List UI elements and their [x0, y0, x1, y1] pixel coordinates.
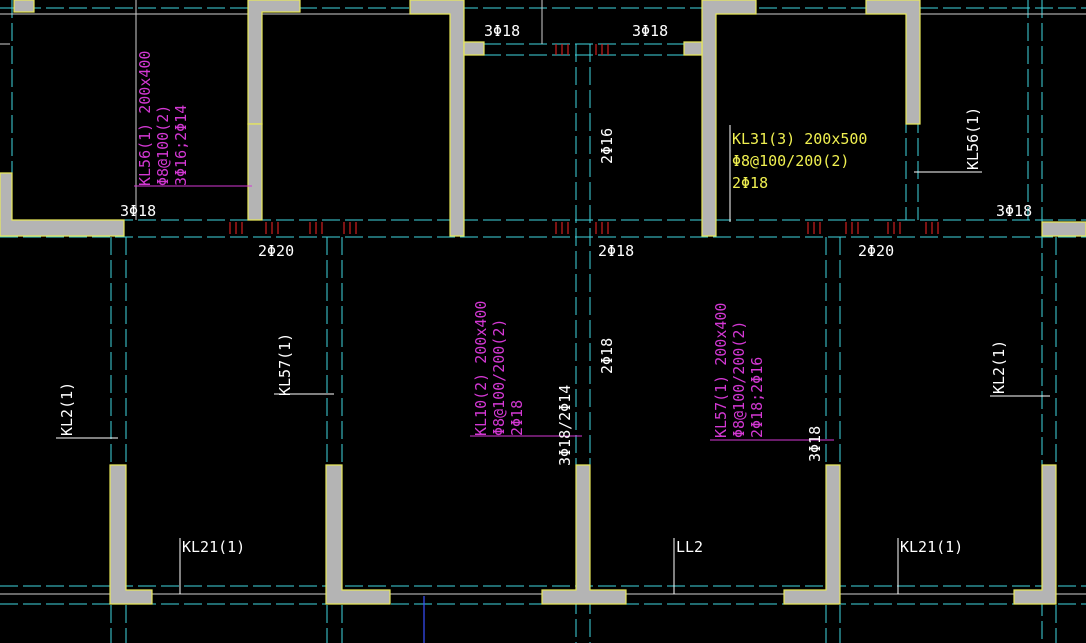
kl2-left-label: KL2(1)	[58, 382, 76, 436]
rebar-marks	[229, 44, 939, 234]
top-left-span-label: 3Φ18	[484, 22, 520, 40]
kl10-spec-line2: Φ8@100/200(2)	[490, 319, 508, 436]
kl57-spec-line1: KL57(1) 200x400	[712, 303, 730, 438]
kl56-spec-line2: Φ8@100(2)	[154, 105, 172, 186]
ll2-label: LL2	[676, 538, 703, 556]
vertical-center-rebar-label: 2Φ16	[598, 128, 616, 164]
kl10-extra-rebar-label: 3Φ18/2Φ14	[556, 385, 574, 466]
bottom-right-rebar-label: 2Φ20	[858, 242, 894, 260]
kl56-spec-line1: KL56(1) 200x400	[136, 51, 154, 186]
bottom-left-rebar-label: 2Φ20	[258, 242, 294, 260]
kl31-spec-line3: 2Φ18	[732, 174, 768, 192]
kl31-spec-line1: KL31(3) 200x500	[732, 130, 867, 148]
right-beam-top-label: 3Φ18	[996, 202, 1032, 220]
kl2-right-label: KL2(1)	[990, 340, 1008, 394]
bottom-mid-rebar-label: 2Φ18	[598, 242, 634, 260]
top-right-span-label: 3Φ18	[632, 22, 668, 40]
wall-segments	[0, 0, 1086, 605]
mid-vertical-rebar-label: 2Φ18	[598, 338, 616, 374]
kl10-spec-line1: KL10(2) 200x400	[472, 301, 490, 436]
kl57-spec-line2: Φ8@100/200(2)	[730, 321, 748, 438]
leader-lines	[56, 125, 1050, 594]
magenta-leader-lines	[134, 185, 834, 441]
kl21-right-label: KL21(1)	[900, 538, 963, 556]
kl56-spec-line3: 3Φ16;2Φ14	[172, 105, 190, 186]
kl10-spec-line3: 2Φ18	[508, 400, 526, 436]
kl31-spec-line2: Φ8@100/200(2)	[732, 152, 849, 170]
kl21-left-label: KL21(1)	[182, 538, 245, 556]
kl56-right-label: KL56(1)	[964, 107, 982, 170]
left-beam-top-label: 3Φ18	[120, 202, 156, 220]
kl57-spec-line3: 2Φ18;2Φ16	[748, 357, 766, 438]
kl57-extra-rebar-label: 3Φ18	[806, 426, 824, 462]
kl57-left-label: KL57(1)	[276, 333, 294, 396]
